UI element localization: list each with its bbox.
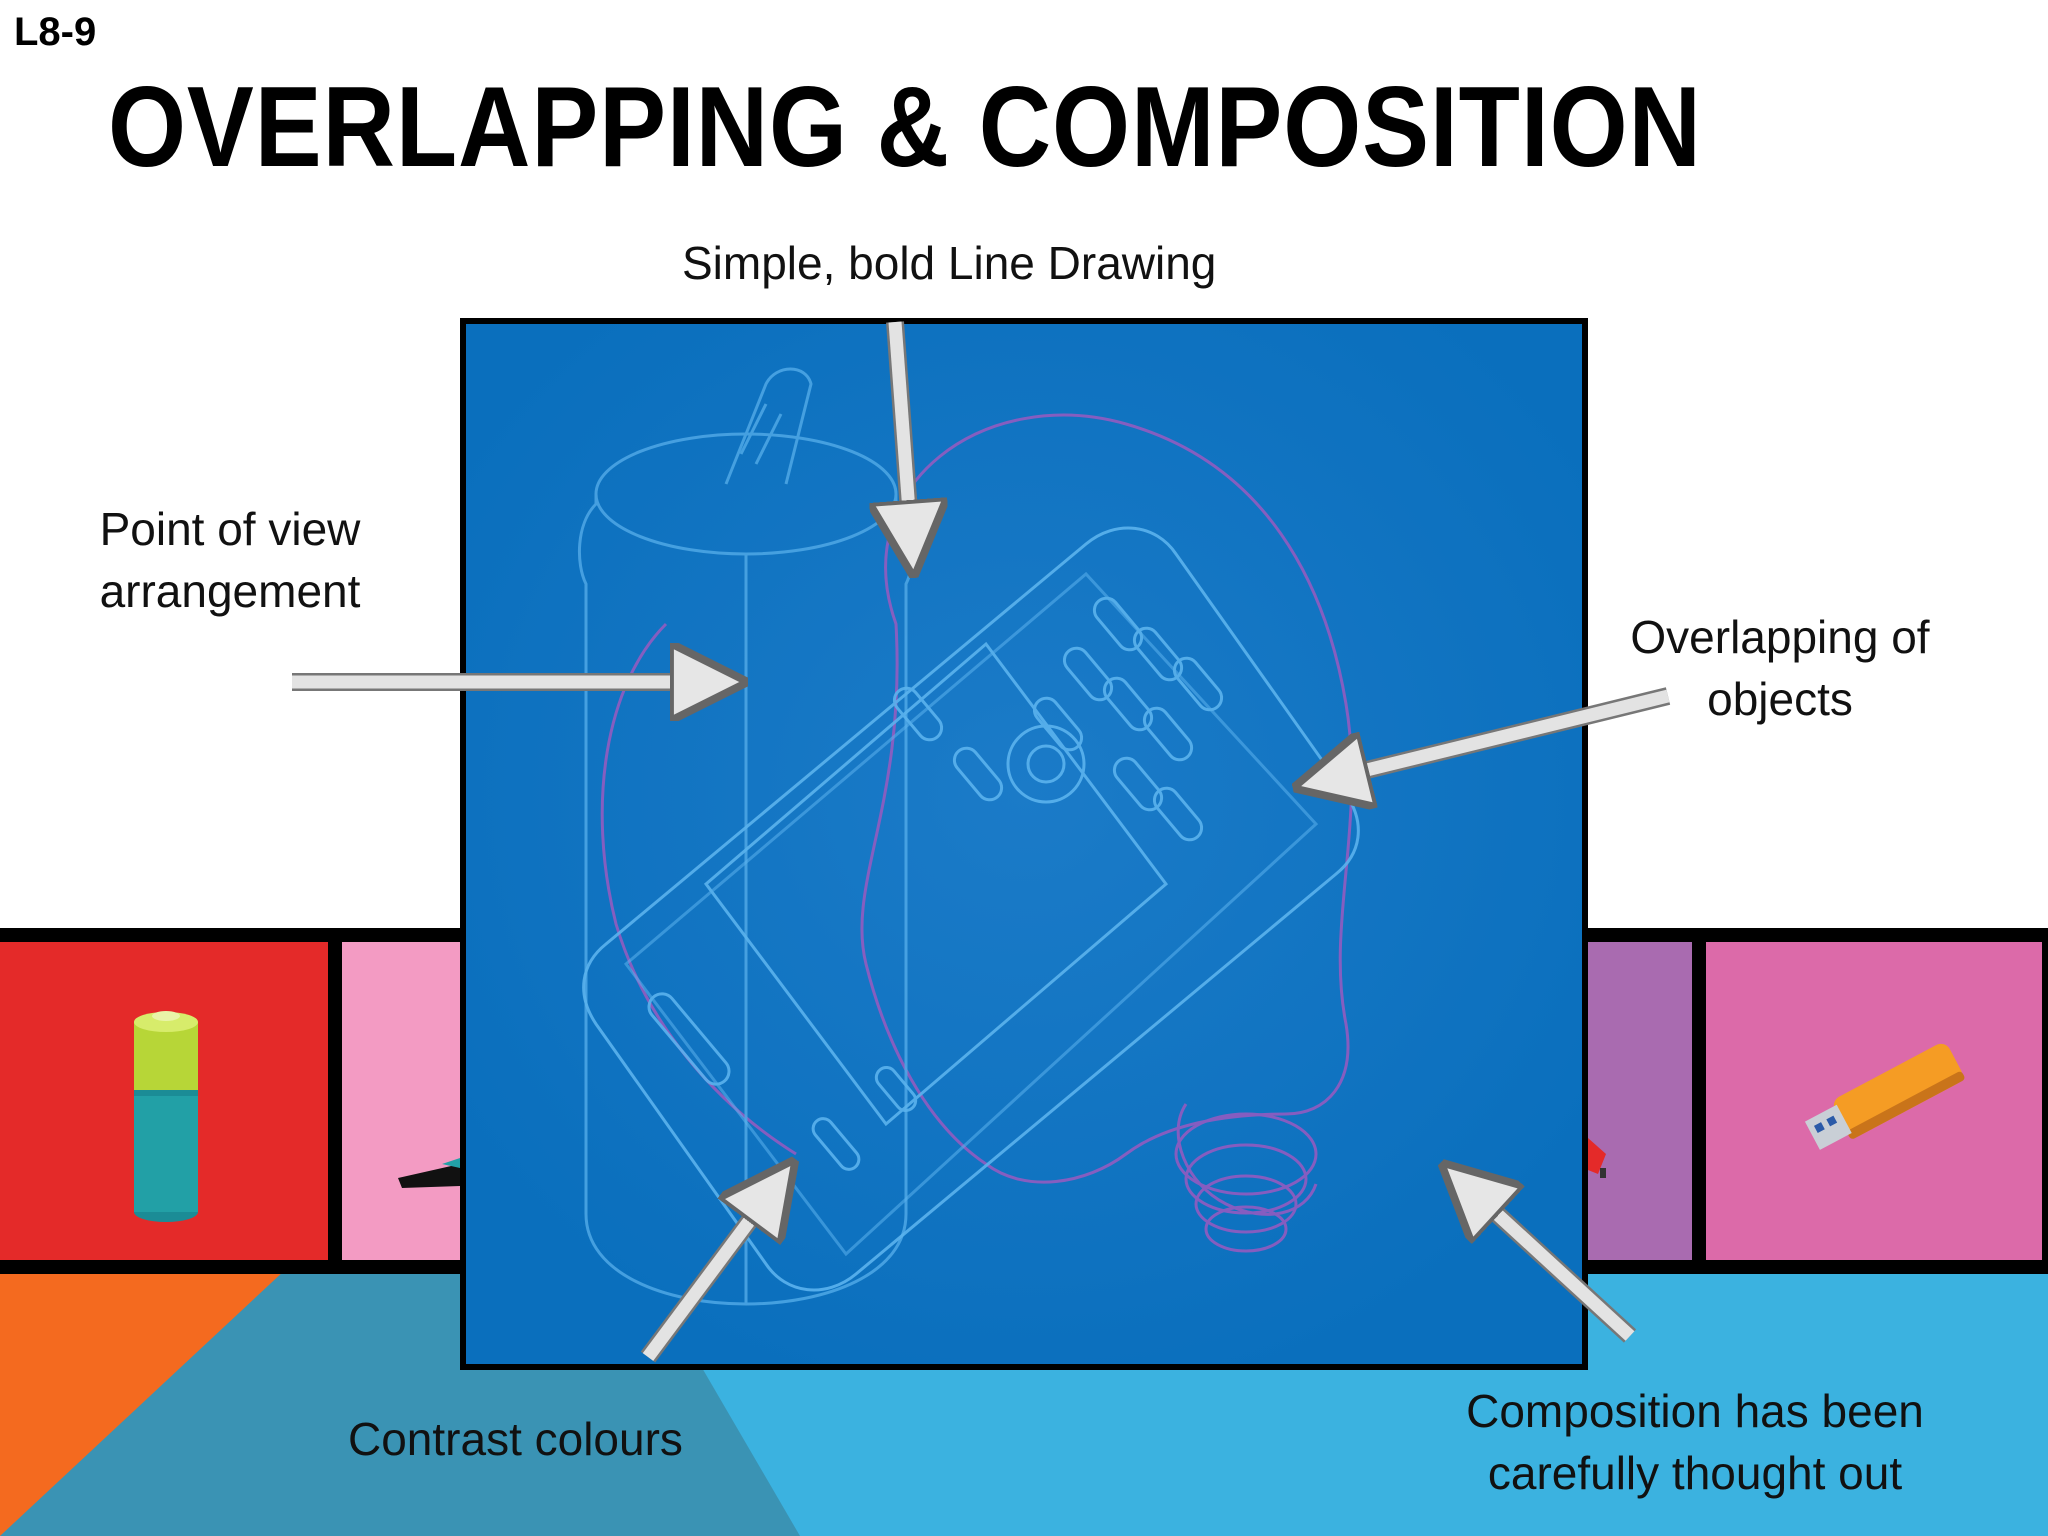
right-image-strip	[1580, 928, 2048, 1274]
label-composition-line2: carefully thought out	[1487, 1447, 1903, 1499]
pink-cell	[342, 942, 470, 1260]
line-drawing	[466, 324, 1582, 1364]
light-bulb-drawing	[600, 413, 1354, 1253]
purple-cell	[1580, 942, 1692, 1260]
label-point-of-view-line2: arrangement	[99, 565, 361, 617]
mobile-phone-drawing	[582, 526, 1360, 1292]
pen-tip-icon	[398, 1158, 460, 1188]
battery-icon	[134, 1011, 198, 1222]
label-point-of-view-line1: Point of view	[99, 503, 361, 555]
lesson-code: L8-9	[14, 10, 97, 54]
main-line-drawing-panel	[460, 318, 1588, 1370]
label-point-of-view: Point of view arrangement	[60, 498, 400, 622]
bottom-orange-triangle	[0, 1270, 285, 1536]
label-overlapping: Overlapping of objects	[1600, 606, 1960, 730]
label-contrast-colours: Contrast colours	[348, 1413, 683, 1465]
usb-cell	[1706, 942, 2042, 1260]
label-composition-line1: Composition has been	[1466, 1385, 1924, 1437]
label-overlapping-line2: objects	[1707, 673, 1853, 725]
label-simple-bold-line-drawing: Simple, bold Line Drawing	[682, 237, 1217, 289]
keypad	[892, 596, 1224, 842]
slide-title: OVERLAPPING & COMPOSITION	[108, 64, 1702, 191]
label-overlapping-line1: Overlapping of	[1630, 611, 1930, 663]
usb-stick-icon	[1804, 1043, 1965, 1150]
left-image-strip	[0, 928, 470, 1274]
red-object-icon	[1588, 1138, 1606, 1178]
battery-cell	[0, 942, 328, 1260]
label-composition: Composition has been carefully thought o…	[1420, 1380, 1970, 1504]
